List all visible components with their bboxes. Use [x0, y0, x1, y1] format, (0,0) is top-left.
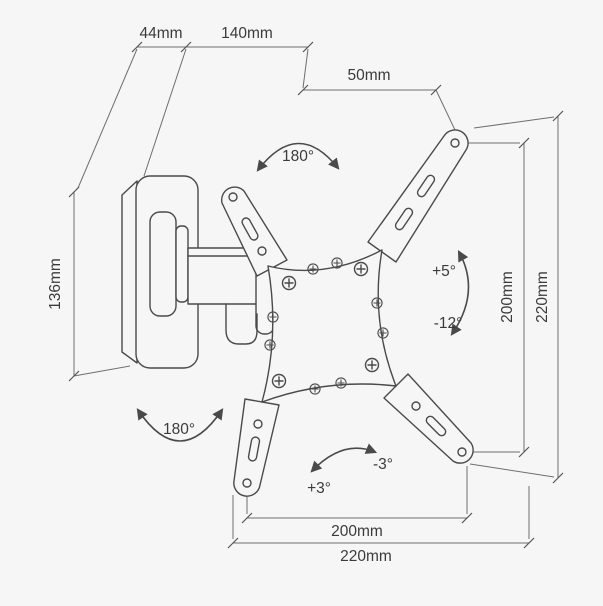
angle-label-swivel-bottom: 180°: [163, 421, 195, 438]
wall-plate: [121, 175, 199, 369]
dim-label-offset: 50mm: [347, 67, 390, 84]
swivel-bottom-arrow: [136, 408, 224, 442]
dim-label-depth: 44mm: [139, 25, 182, 42]
tilt-arrow: [450, 250, 470, 336]
mounting-slots: [228, 138, 467, 488]
dim-label-outer-width: 220mm: [340, 548, 392, 565]
dim-label-arm-length: 140mm: [221, 25, 273, 42]
rotate-arrow: [310, 443, 378, 473]
angle-label-rotate-cw: +3°: [307, 480, 331, 497]
dimension-lines: [68, 41, 564, 549]
vesa-plate: [261, 249, 397, 403]
angle-label-swivel-top: 180°: [282, 148, 314, 165]
angle-label-rotate-ccw: -3°: [373, 456, 393, 473]
motion-arrows: [136, 142, 470, 473]
cable-hook: [225, 303, 258, 345]
dim-label-vesa-height: 200mm: [499, 271, 516, 323]
angle-label-tilt-down: -12°: [434, 315, 463, 332]
dim-label-vesa-width: 200mm: [331, 523, 383, 540]
dim-label-plate-height: 136mm: [47, 258, 64, 310]
vesa-arms: [220, 129, 474, 497]
angle-label-tilt-up: +5°: [432, 263, 456, 280]
swivel-top-arrow: [256, 142, 340, 172]
dim-label-outer-height: 220mm: [534, 271, 551, 323]
labels: 44mm 140mm 50mm 136mm 200mm 220mm 200mm …: [47, 25, 551, 565]
